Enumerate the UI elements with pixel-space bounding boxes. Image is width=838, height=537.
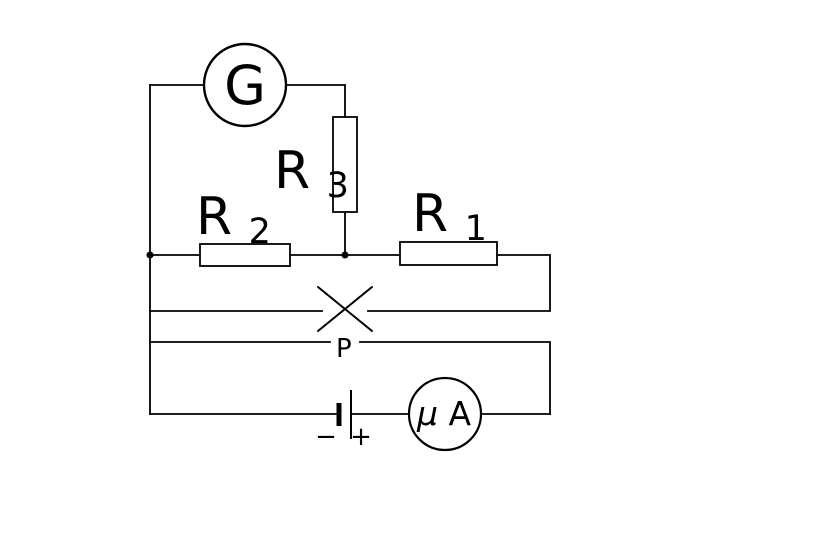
- wire: [367, 254, 551, 312]
- ampere-symbol: A: [448, 394, 471, 433]
- galvanometer: [202, 42, 288, 128]
- resistor-r2-label: R 2: [196, 187, 271, 252]
- microammeter: [407, 376, 483, 452]
- key-switch-icon: [317, 286, 373, 332]
- battery-icon: [336, 390, 352, 439]
- battery-plus-label: +: [350, 422, 372, 452]
- battery-minus-label: −: [315, 422, 337, 452]
- resistor-r3-label-sub: 3: [327, 166, 349, 206]
- key-label: P: [336, 334, 352, 364]
- resistor-r2: [199, 243, 291, 267]
- resistor-r3-label: R 3: [274, 141, 349, 206]
- microammeter-label: μ A: [416, 394, 472, 433]
- resistor-r1-label: R 1: [412, 184, 487, 249]
- galvanometer-label: G: [224, 54, 266, 117]
- key-switch-stroke: [317, 286, 373, 332]
- junction-dot: [146, 251, 154, 259]
- resistor-r1-label-base: R: [412, 184, 448, 244]
- junction-dot: [341, 251, 349, 259]
- resistor-r2-label-base: R: [196, 187, 232, 247]
- resistor-r3-label-base: R: [274, 141, 310, 201]
- resistor-r3: [332, 116, 358, 213]
- resistor-r1-label-sub: 1: [465, 209, 487, 249]
- mu-symbol: μ: [416, 394, 438, 433]
- resistor-r1: [399, 241, 498, 266]
- resistor-r2-label-sub: 2: [249, 212, 271, 252]
- wire: [359, 341, 551, 415]
- wire: [285, 84, 346, 118]
